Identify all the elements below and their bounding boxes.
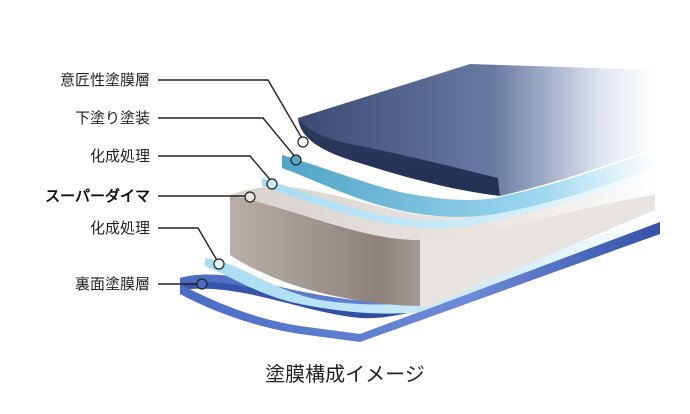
diagram-caption: 塗膜構成イメージ	[265, 362, 425, 386]
leader-lines	[158, 79, 304, 285]
label-chem-bottom-layer: 化成処理	[89, 219, 150, 237]
primer-layer	[282, 150, 655, 217]
substrate-layer	[230, 180, 655, 306]
endpoint-primer	[290, 154, 302, 166]
design-layer	[298, 64, 655, 196]
endpoint-back	[196, 278, 208, 290]
label-design-layer: 意匠性塗膜層	[59, 71, 150, 89]
label-substrate-layer: スーパーダイマ	[45, 187, 150, 205]
leader-line-chem-top	[158, 155, 273, 183]
back-coating-layer	[180, 220, 660, 342]
leader-line-design	[158, 79, 304, 141]
leader-endpoints	[196, 136, 309, 290]
endpoint-design	[297, 136, 309, 148]
label-primer-layer: 下塗り塗装	[74, 109, 150, 127]
endpoint-chem-bottom	[213, 258, 225, 270]
endpoint-substrate	[244, 191, 256, 203]
leader-line-chem-bottom	[158, 227, 219, 263]
label-back-layer: 裏面塗膜層	[74, 275, 150, 293]
endpoint-chem-top	[266, 178, 278, 190]
label-chem-top-layer: 化成処理	[89, 147, 150, 165]
chem-top-layer	[262, 170, 655, 229]
leader-line-primer	[158, 117, 297, 159]
